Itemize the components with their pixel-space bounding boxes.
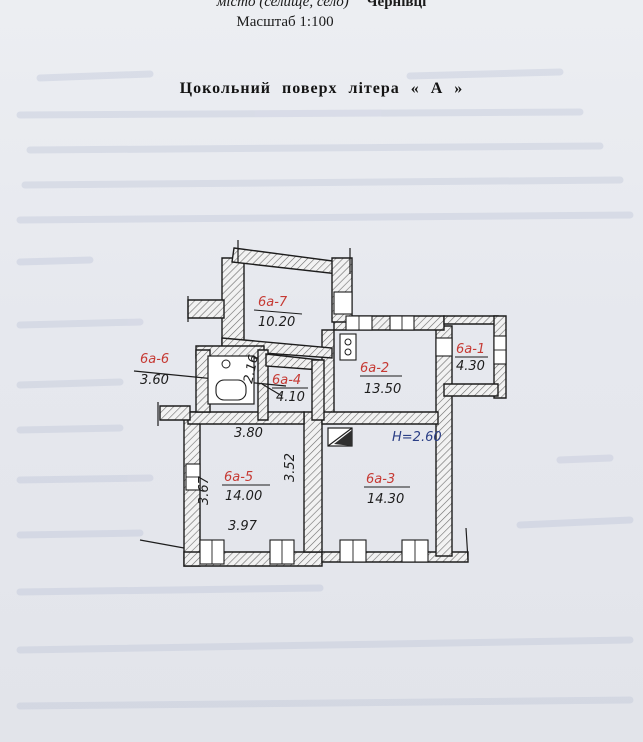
- room-area: 14.00: [225, 489, 262, 504]
- room-number: 6а-1: [456, 342, 485, 357]
- room-number: 6а-4: [272, 373, 301, 388]
- city-name: Чернівці: [366, 0, 427, 10]
- room-6a-1: 6а-1 4.30: [455, 342, 488, 374]
- room-6a-6: 6а-6 3.60: [140, 352, 169, 388]
- dimension-room5-left: 3.67: [197, 475, 212, 505]
- dimension-room5-bottom: 3.97: [228, 519, 258, 534]
- floor-title: Цокольний поверх літера « А »: [179, 80, 464, 97]
- room-number: 6а-7: [258, 295, 288, 310]
- header-location: місто (селище, село) Чернівці: [0, 0, 643, 11]
- place-label: місто (селище, село): [216, 0, 349, 10]
- boiler-icon: [327, 427, 353, 447]
- room-area: 14.30: [367, 492, 404, 507]
- room-area: 4.30: [456, 359, 485, 374]
- room-number: 6а-6: [140, 352, 169, 367]
- room-6a-7: 6а-7 10.20: [253, 295, 303, 330]
- room-number: 6а-3: [366, 472, 395, 487]
- room-number: 6а-5: [224, 470, 253, 485]
- window: [435, 337, 453, 357]
- room-number: 6а-2: [360, 361, 389, 376]
- scale-label: Масштаб 1:100: [236, 14, 334, 30]
- room-6a-5: 6а-5 14.00: [222, 470, 270, 504]
- ceiling-height-label: H=2.60: [392, 430, 442, 445]
- window: [333, 291, 353, 315]
- room-area: 13.50: [364, 382, 401, 397]
- room-6a-3: 6а-3 14.30: [364, 472, 410, 507]
- room-area: 10.20: [258, 315, 295, 330]
- room-area: 3.60: [140, 373, 169, 388]
- room-area: 4.10: [276, 390, 305, 405]
- room-6a-2: 6а-2 13.50: [360, 361, 402, 397]
- bathtub-icon: [207, 355, 255, 405]
- walls: [159, 247, 507, 567]
- dimension-room5-right: 3.52: [283, 453, 298, 482]
- room-6a-4: 6а-4 4.10: [272, 373, 308, 405]
- dimension-room4-width: 2.16: [241, 353, 262, 384]
- stove-icon: [339, 333, 357, 361]
- dimension-room5-top: 3.80: [234, 426, 263, 441]
